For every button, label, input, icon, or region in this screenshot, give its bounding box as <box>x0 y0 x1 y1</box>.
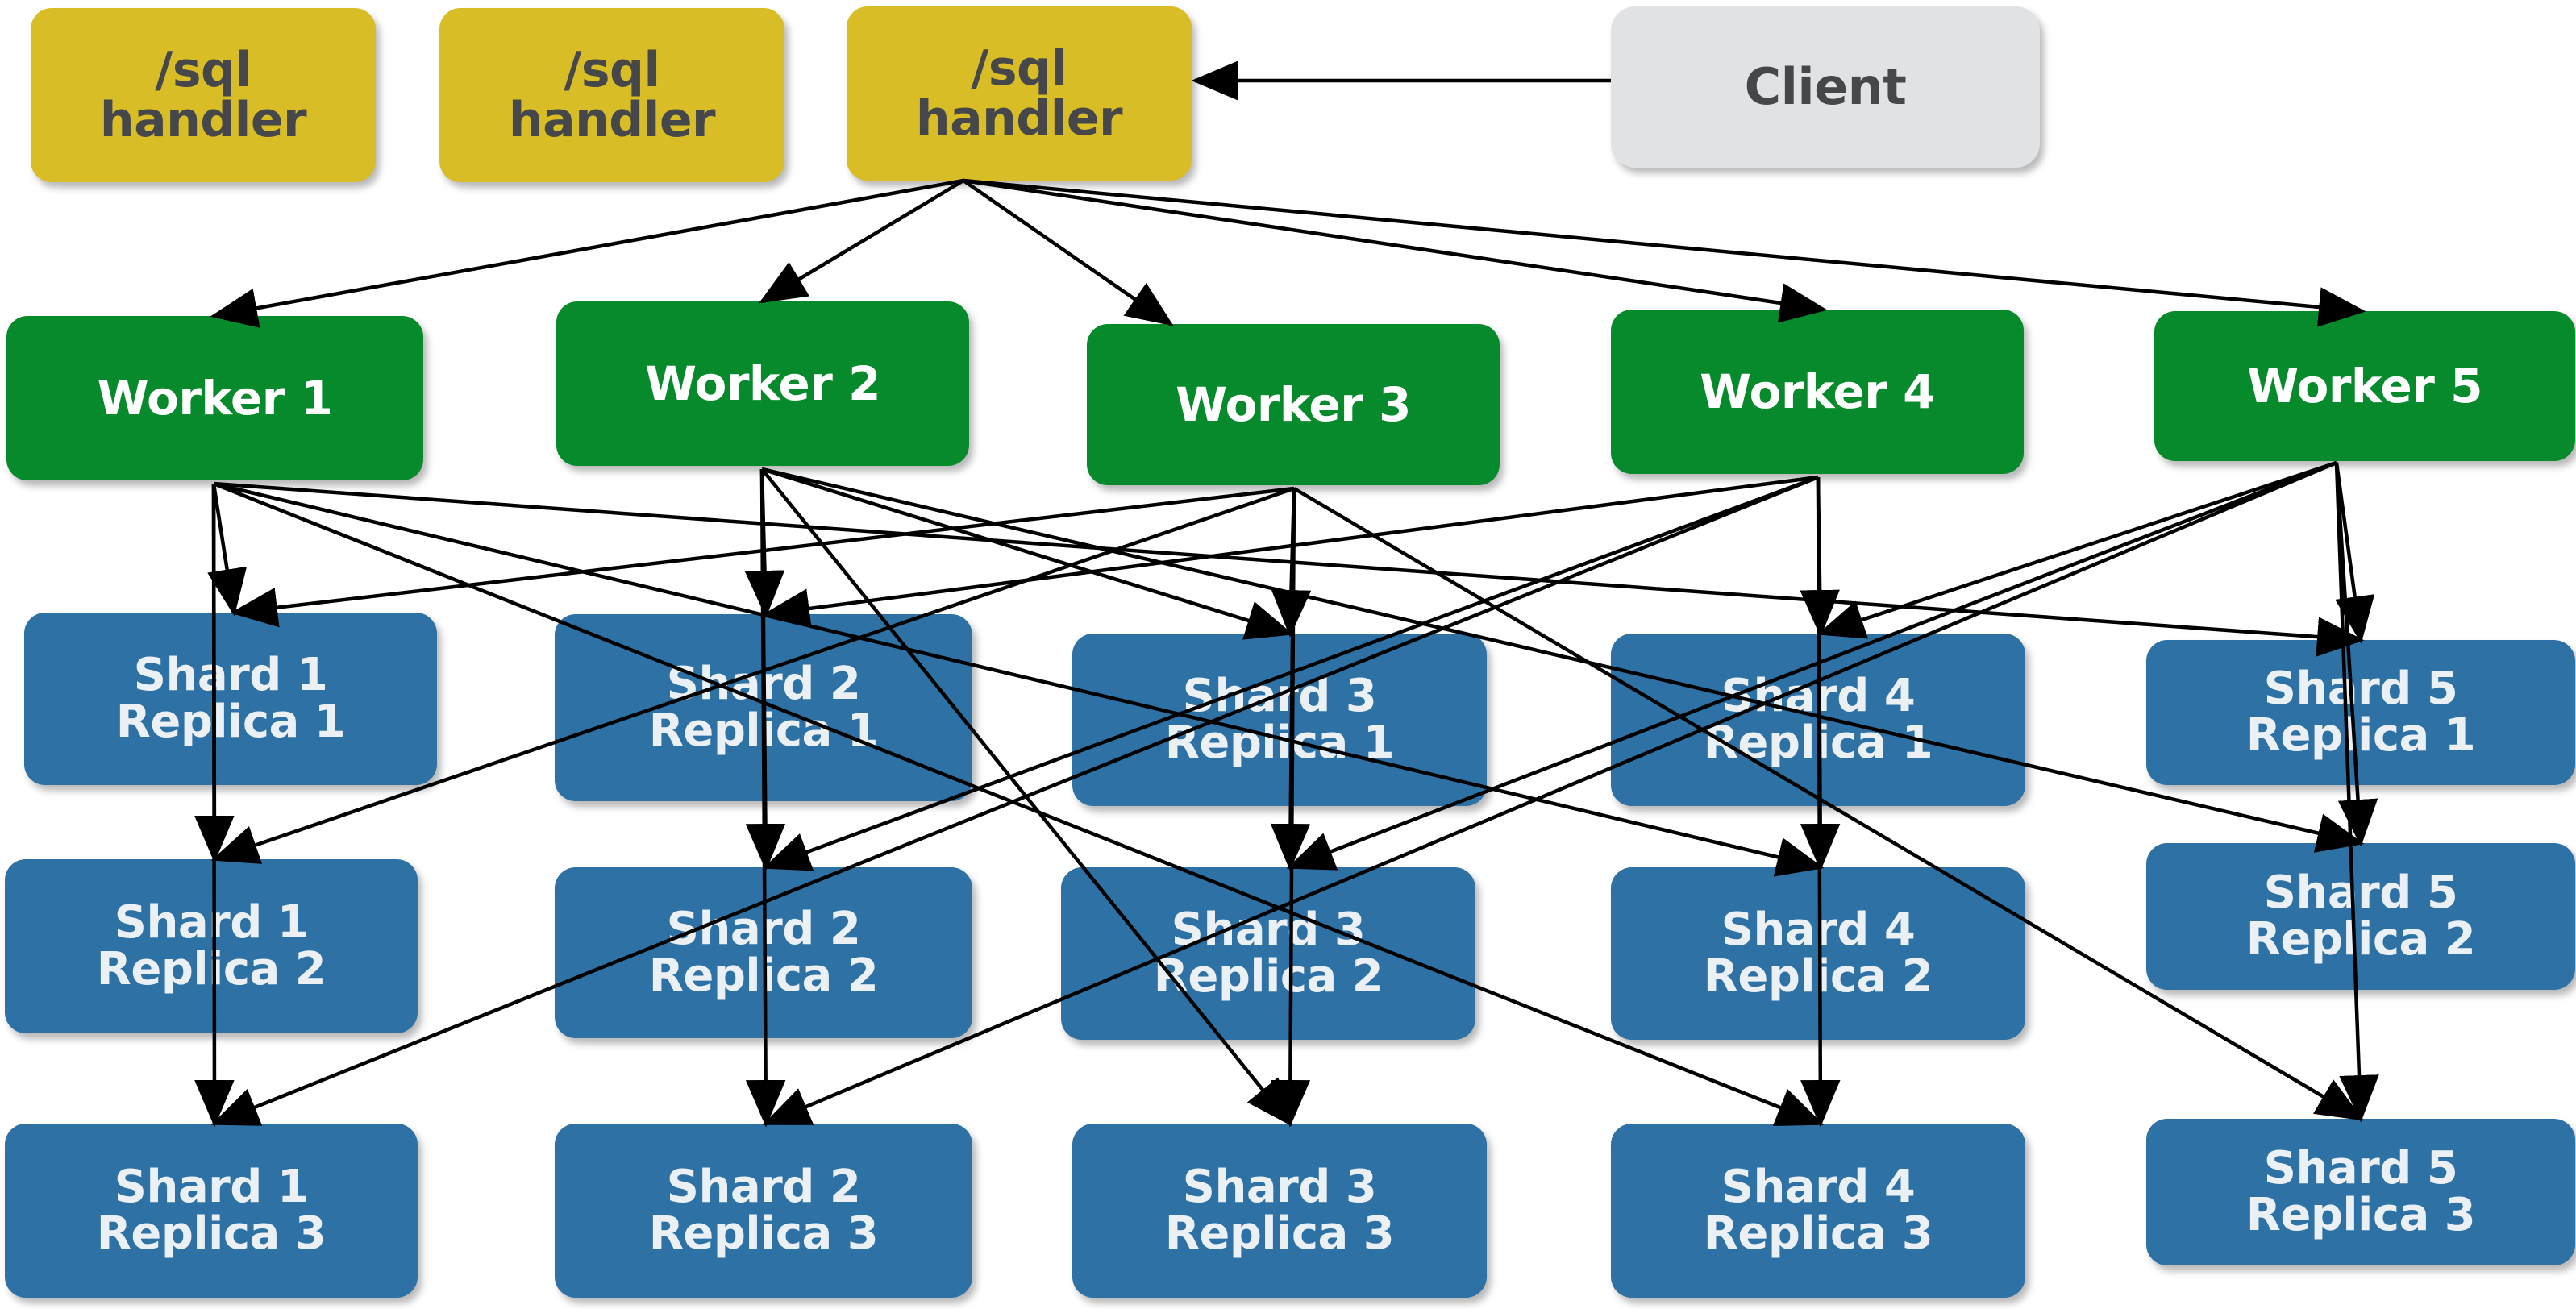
shard-label: Shard 4 Replica 3 <box>1703 1160 1933 1260</box>
shard-box-s2r1[interactable]: Shard 2 Replica 1 <box>555 614 972 801</box>
shard-label: Shard 5 Replica 3 <box>2245 1141 2476 1241</box>
worker-label: Worker 4 <box>1700 364 1935 419</box>
sql-handler-label: /sql handler <box>508 41 716 148</box>
shard-box-s3r1[interactable]: Shard 3 Replica 1 <box>1072 634 1487 806</box>
shard-label: Shard 4 Replica 2 <box>1703 903 1933 1003</box>
client-label: Client <box>1744 56 1907 116</box>
shard-box-s2r3[interactable]: Shard 2 Replica 3 <box>555 1124 972 1298</box>
shard-label: Shard 1 Replica 2 <box>96 896 327 995</box>
worker-label: Worker 3 <box>1176 376 1411 432</box>
shard-label: Shard 4 Replica 1 <box>1703 669 1933 769</box>
shard-box-s5r1[interactable]: Shard 5 Replica 1 <box>2146 640 2575 785</box>
shard-label: Shard 1 Replica 1 <box>115 648 346 748</box>
shard-label: Shard 3 Replica 1 <box>1164 669 1395 769</box>
shard-label: Shard 1 Replica 3 <box>96 1160 327 1260</box>
worker-box-3[interactable]: Worker 3 <box>1087 324 1500 485</box>
shard-box-s4r2[interactable]: Shard 4 Replica 2 <box>1611 867 2025 1040</box>
shard-box-s3r3[interactable]: Shard 3 Replica 3 <box>1072 1124 1487 1298</box>
sql-handler-label: /sql handler <box>99 41 307 148</box>
shard-label: Shard 2 Replica 1 <box>648 657 879 757</box>
worker-label: Worker 5 <box>2247 358 2482 413</box>
shard-box-s3r2[interactable]: Shard 3 Replica 2 <box>1061 867 1475 1040</box>
shard-box-s2r2[interactable]: Shard 2 Replica 2 <box>555 867 972 1038</box>
shard-label: Shard 5 Replica 2 <box>2245 866 2476 966</box>
shard-label: Shard 5 Replica 1 <box>2245 662 2476 762</box>
worker-label: Worker 2 <box>645 355 880 411</box>
client-box[interactable]: Client <box>1611 6 2040 168</box>
shard-label: Shard 3 Replica 2 <box>1153 903 1384 1003</box>
shard-label: Shard 3 Replica 3 <box>1164 1160 1395 1260</box>
worker-box-2[interactable]: Worker 2 <box>556 301 969 466</box>
sql-handler-box-1[interactable]: /sql handler <box>31 8 376 182</box>
shard-box-s1r3[interactable]: Shard 1 Replica 3 <box>5 1124 418 1298</box>
shard-label: Shard 2 Replica 3 <box>648 1160 879 1260</box>
sql-handler-box-3[interactable]: /sql handler <box>847 6 1192 181</box>
shard-label: Shard 2 Replica 2 <box>648 902 879 1002</box>
shard-box-s1r1[interactable]: Shard 1 Replica 1 <box>24 613 437 785</box>
worker-box-4[interactable]: Worker 4 <box>1611 310 2024 474</box>
worker-box-5[interactable]: Worker 5 <box>2154 311 2575 461</box>
shard-box-s4r3[interactable]: Shard 4 Replica 3 <box>1611 1124 2025 1298</box>
shard-box-s5r3[interactable]: Shard 5 Replica 3 <box>2146 1119 2575 1265</box>
shard-box-s4r1[interactable]: Shard 4 Replica 1 <box>1611 634 2025 806</box>
worker-box-1[interactable]: Worker 1 <box>6 316 423 480</box>
shard-box-s1r2[interactable]: Shard 1 Replica 2 <box>5 859 418 1033</box>
shard-box-s5r2[interactable]: Shard 5 Replica 2 <box>2146 843 2575 990</box>
sql-handler-label: /sql handler <box>915 39 1123 147</box>
worker-label: Worker 1 <box>97 370 333 426</box>
sql-handler-box-2[interactable]: /sql handler <box>439 8 784 182</box>
